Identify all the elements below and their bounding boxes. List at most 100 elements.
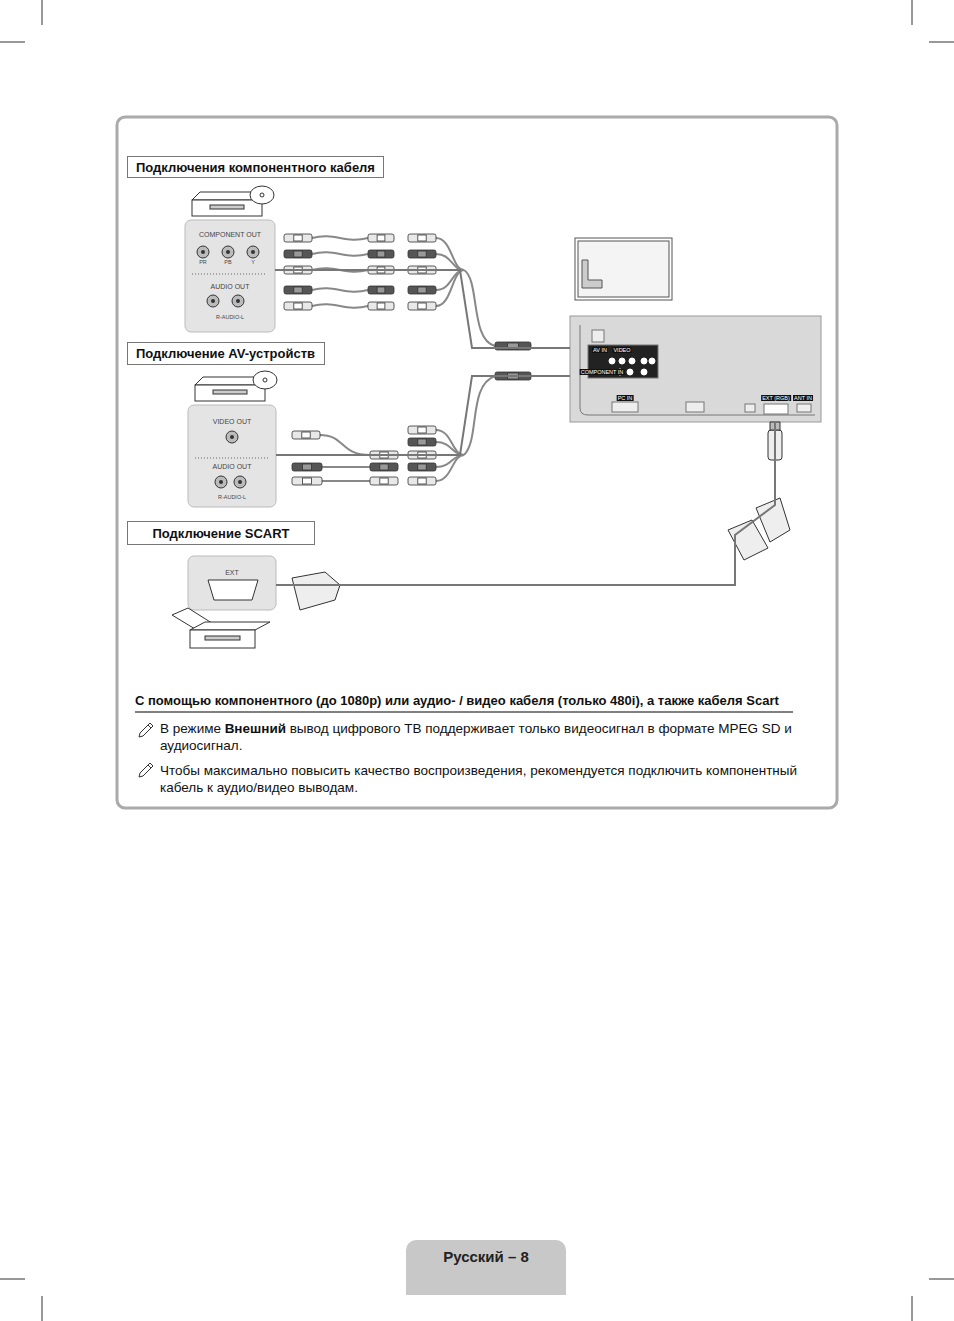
jack-centre	[201, 250, 205, 254]
cable	[464, 270, 495, 346]
rca-plug	[380, 478, 388, 484]
port-label: R-AUDIO-L	[216, 314, 244, 320]
jack-centre	[211, 299, 215, 303]
tv-rear	[582, 260, 602, 288]
cable	[436, 455, 464, 481]
port-label: Y	[251, 259, 255, 265]
cable	[312, 252, 368, 255]
rca-jack	[226, 431, 238, 443]
dotted-divider	[192, 274, 268, 458]
box-text: Подключение SCART	[152, 526, 289, 541]
tv-panel-detail	[612, 402, 638, 412]
port-label: EXT (RGB)	[761, 395, 791, 401]
tv-panel-detail	[745, 404, 755, 412]
dvd-player	[260, 193, 264, 197]
rca-jack	[197, 246, 259, 488]
rca-plug	[284, 302, 312, 310]
rca-jack	[215, 476, 227, 488]
rca-jack	[234, 476, 246, 488]
scart-plug	[292, 572, 340, 610]
section-title: С помощью компонентного (до 1080p) или а…	[135, 693, 779, 708]
rca-jack	[232, 295, 244, 307]
dvd-player	[263, 378, 267, 382]
page-number: Русский – 8	[406, 1240, 566, 1295]
crop-marks	[929, 42, 954, 43]
note-icon	[139, 723, 153, 737]
rca-plug	[377, 287, 385, 293]
note-text: В режиме	[160, 721, 221, 736]
rca-plug	[294, 251, 302, 257]
tv-jack	[649, 358, 655, 364]
rca-plug	[408, 477, 436, 485]
jack-centre	[201, 250, 255, 484]
tv-jack	[609, 358, 615, 364]
vcr	[172, 608, 270, 648]
rca-plug	[377, 251, 385, 257]
cable	[464, 376, 495, 455]
port-label: PC IN	[617, 395, 634, 401]
rca-plug	[408, 234, 436, 242]
crop-marks	[42, 1296, 43, 1321]
crop-marks	[42, 0, 43, 25]
note-text: Чтобы максимально повысить качество восп…	[160, 762, 820, 796]
rca-jack	[207, 295, 219, 307]
section-heading: Подключения компонентного кабеля	[127, 156, 384, 178]
section-heading: Подключение SCART	[127, 521, 315, 545]
tv-panel-detail	[764, 404, 788, 414]
rca-plug	[292, 477, 322, 485]
device-panel	[185, 220, 276, 610]
rca-plug	[294, 303, 302, 309]
cable	[322, 466, 370, 468]
tv-rear	[578, 241, 669, 297]
section-heading: Подключение AV-устройств	[127, 342, 325, 365]
rca-plug	[284, 250, 312, 258]
rca-plug	[302, 432, 310, 438]
rca-plug	[303, 478, 312, 484]
crop-marks	[929, 1279, 954, 1280]
cable	[312, 304, 368, 307]
rca-plug	[408, 250, 436, 258]
note-text: В режимеВнешнийвывод цифрового ТВ поддер…	[160, 720, 820, 754]
dvd-player	[192, 200, 262, 216]
dvd-player	[250, 186, 274, 204]
tv-input-panel: AV INVIDEOCOMPONENT INPC INEXT (RGB)ANT …	[570, 316, 821, 422]
cable	[322, 480, 370, 482]
note-icon	[139, 723, 153, 777]
port-label: R-AUDIO-L	[218, 494, 246, 500]
output-panel: EXT	[188, 556, 276, 610]
rca-plug	[418, 251, 426, 257]
note-icon	[139, 763, 153, 777]
scart-plug	[292, 422, 790, 610]
device-panel	[188, 405, 276, 507]
port-label: AUDIO OUT	[213, 463, 252, 470]
note-text: Чтобы максимально повысить качество восп…	[160, 763, 797, 795]
tv-panel-detail	[580, 325, 815, 415]
cable	[436, 270, 464, 306]
rca-plug	[418, 303, 426, 309]
rca-plug	[368, 286, 394, 294]
output-panel: VIDEO OUT AUDIO OUT R-AUDIO-L	[188, 405, 276, 507]
port-label: VIDEO OUT	[213, 418, 252, 425]
rca-plug	[368, 250, 394, 258]
scart-socket	[208, 580, 258, 600]
vcr	[205, 636, 240, 640]
rca-plug	[368, 302, 394, 310]
tv-jack	[619, 358, 625, 364]
jack-centre	[236, 299, 240, 303]
device-panel	[185, 220, 275, 332]
cable	[320, 435, 370, 455]
tv-rear	[575, 238, 672, 300]
rca-plug	[377, 303, 385, 309]
rca-plug	[418, 478, 426, 484]
tv-panel-detail	[580, 325, 815, 415]
rca-plug	[370, 477, 398, 485]
rca-plug	[408, 463, 436, 471]
port-label: VIDEO	[612, 347, 631, 353]
output-panel: COMPONENT OUTPRPBYAUDIO OUTR-AUDIO-L	[185, 220, 275, 332]
cable	[312, 236, 368, 239]
rca-plug	[294, 235, 302, 241]
dvd-player	[210, 205, 244, 209]
